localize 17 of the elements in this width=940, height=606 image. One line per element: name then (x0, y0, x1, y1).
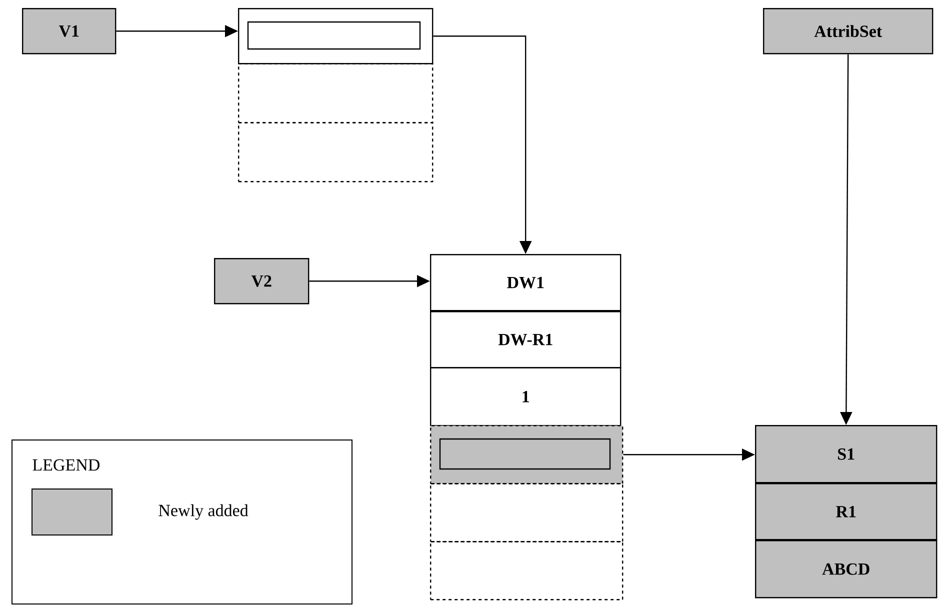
legend-text: Newly added (158, 504, 248, 520)
variable-box: V2 (214, 258, 310, 304)
array-cell (430, 425, 624, 484)
variable-box: V1 (22, 8, 116, 54)
record-cell: DW-R1 (430, 311, 622, 368)
array-cell (430, 541, 624, 600)
array-cell (238, 63, 434, 124)
record-cell: R1 (755, 483, 938, 540)
array-cell (238, 122, 434, 182)
record-cell: DW1 (430, 254, 622, 312)
record-cell: S1 (755, 425, 938, 484)
array-cell (430, 483, 624, 542)
record-cell: 1 (430, 367, 622, 426)
legend-title: LEGEND (32, 459, 100, 471)
array-cell (238, 8, 434, 64)
record-cell: ABCD (755, 540, 938, 598)
variable-box: AttribSet (763, 8, 934, 54)
